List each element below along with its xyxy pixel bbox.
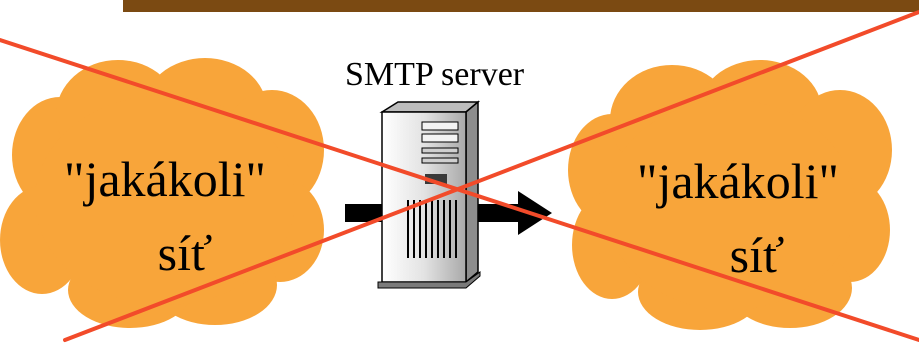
cross-line-2	[63, 10, 919, 342]
crossed-out-mark	[0, 10, 919, 342]
top-divider-bar	[123, 0, 919, 12]
left-network-label-line1: "jakákoli"	[64, 151, 266, 207]
left-network-label-line2: síť	[158, 225, 213, 281]
right-network-label-line2: síť	[730, 227, 785, 283]
server-label: SMTP server	[345, 56, 525, 93]
right-network-label-line1: "jakákoli"	[637, 153, 839, 209]
tower-server-icon	[377, 100, 481, 289]
left-network-cloud: "jakákoli" síť	[0, 58, 324, 328]
right-network-cloud: "jakákoli" síť	[568, 60, 892, 330]
